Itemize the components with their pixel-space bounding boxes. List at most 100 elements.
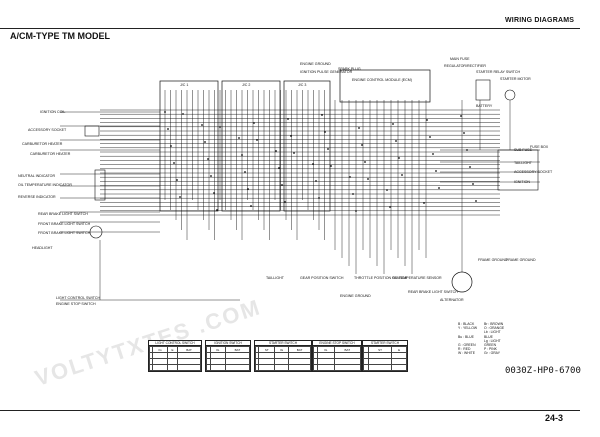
component-label: CARBURETOR HEATER xyxy=(22,142,63,146)
switch-table-cell xyxy=(152,364,168,371)
component-label: REAR BRAKE LIGHT SWITCH xyxy=(38,212,88,216)
component-label: TAILLIGHT xyxy=(266,276,284,280)
connector-dot xyxy=(244,171,246,173)
connector-dot xyxy=(250,205,252,207)
connector-dot xyxy=(179,196,181,198)
switch-table-cell xyxy=(333,364,362,371)
component-label: REGULATOR/RECTIFIER xyxy=(444,64,486,68)
jc3-block xyxy=(283,80,331,212)
connector-dot xyxy=(429,136,431,138)
connector-dot xyxy=(321,114,323,116)
legend-entry: O : ORANGE xyxy=(484,326,505,331)
connector-dot xyxy=(435,170,437,172)
component-label: FRAME GROUND xyxy=(478,258,508,262)
jc2-label: J/C 2 xyxy=(242,83,251,87)
connector-dot xyxy=(173,162,175,164)
connector-dot xyxy=(253,122,255,124)
switch-table-cell xyxy=(177,364,201,371)
legend-entry: W : WHITE xyxy=(458,351,475,356)
connector-dot xyxy=(401,174,403,176)
alternator-symbol xyxy=(451,271,473,293)
wire-harness xyxy=(60,90,540,301)
component-label: CARBURETOR HEATER xyxy=(30,152,71,156)
connector-dot xyxy=(361,144,363,146)
connector-dot xyxy=(398,157,400,159)
connector-dot xyxy=(364,161,366,163)
component-label: FRAME GROUND xyxy=(506,258,536,262)
component-label: REAR BRAKE LIGHT SWITCH xyxy=(408,290,458,294)
legend-entry: R : RED xyxy=(458,347,471,352)
switch-table-cell xyxy=(313,364,318,371)
legend-row: W : WHITE Gr : GRAY xyxy=(458,351,510,355)
connector-dot xyxy=(293,152,295,154)
connector-dot xyxy=(207,158,209,160)
component-label: STARTER RELAY SWITCH xyxy=(476,70,521,74)
component-label: ENGINE STOP SWITCH xyxy=(56,302,96,306)
legend-row: Bu : BLUELb : LIGHT BLUE xyxy=(458,330,510,338)
diagram-code: 0030Z-HP0-6700 xyxy=(505,366,581,376)
component-label: FRONT BRAKE LIGHT SWITCH xyxy=(38,222,91,226)
connector-dot xyxy=(167,128,169,130)
ecm-label: ENGINE CONTROL MODULE (ECM) xyxy=(352,78,412,82)
connector-dot xyxy=(389,206,391,208)
switch-table-title: LIGHT CONTROL SWITCH xyxy=(149,341,201,346)
switch-table-title: IGNITION SWITCH xyxy=(206,341,250,346)
switch-table-cell xyxy=(367,364,393,371)
legend-entry: Y : YELLOW xyxy=(458,326,478,331)
component-label: ENGINE GROUND xyxy=(340,294,371,298)
starter-motor-symbol xyxy=(504,89,516,101)
connector-dot xyxy=(201,124,203,126)
connector-dot xyxy=(475,200,477,202)
jc3-label: J/C 3 xyxy=(298,83,307,87)
connector-dot xyxy=(216,209,218,211)
component-label: HEADLIGHT xyxy=(32,246,53,250)
connector-dot xyxy=(275,150,277,152)
switch-table-title: STARTER SWITCH xyxy=(255,341,311,346)
legend-entry: B : BLACK xyxy=(458,322,475,326)
connector-dot xyxy=(472,183,474,185)
page-number: 24-3 xyxy=(545,413,564,423)
component-label: IGNITION PULSE GENERATOR xyxy=(300,70,353,74)
switch-table-cell xyxy=(391,364,407,371)
connector-dot xyxy=(170,145,172,147)
component-label: ACCESSORY SOCKET xyxy=(28,128,67,132)
connector-dot xyxy=(324,131,326,133)
battery-symbol xyxy=(475,79,491,101)
switch-table-cell xyxy=(254,364,260,371)
component-label: NEUTRAL INDICATOR xyxy=(18,174,56,178)
component-label: THROTTLE POSITION SENSOR xyxy=(354,276,408,280)
connector-dot xyxy=(312,163,314,165)
connector-dot xyxy=(395,140,397,142)
header-rule xyxy=(0,28,580,29)
component-label: TAILLIGHT xyxy=(514,161,532,165)
switch-table-cell xyxy=(209,364,226,371)
connector-dot xyxy=(330,165,332,167)
connector-dot xyxy=(290,135,292,137)
jc1-label: J/C 1 xyxy=(180,83,189,87)
connector-dot xyxy=(358,127,360,129)
switch-table-cell xyxy=(148,364,154,371)
accessory-socket-symbol xyxy=(84,125,100,137)
component-label: BATTERY xyxy=(476,104,493,108)
switch-table-title: ENGINE STOP SWITCH xyxy=(313,341,361,346)
connector-dot xyxy=(392,123,394,125)
component-label: ALTERNATOR xyxy=(440,298,464,302)
ecm-block xyxy=(339,69,431,103)
connector-dot xyxy=(219,126,221,128)
switch-table-cell xyxy=(224,364,251,371)
connector-dot xyxy=(204,141,206,143)
legend-entry: Gr : GRAY xyxy=(484,351,500,356)
connector-dot xyxy=(463,132,465,134)
legend-entry: Br : BROWN xyxy=(484,322,504,326)
connector-dot xyxy=(241,154,243,156)
connector-dots xyxy=(164,111,477,212)
connector-dot xyxy=(213,192,215,194)
switch-table-cell xyxy=(288,364,311,371)
fuse-box-label: FUSE BOX xyxy=(530,145,549,149)
